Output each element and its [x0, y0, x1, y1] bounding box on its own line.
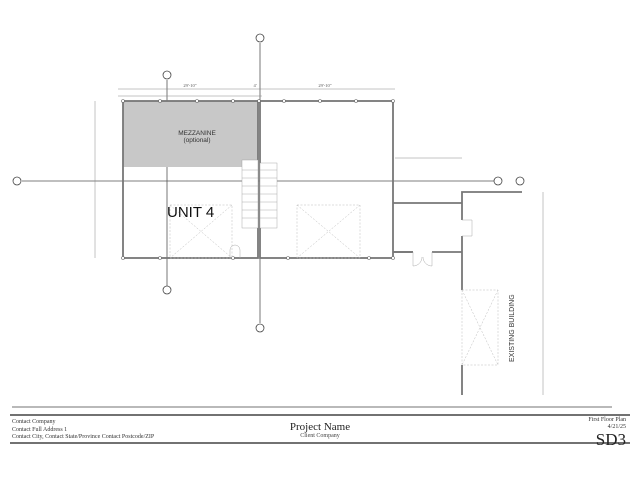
client-company: Client Company [300, 433, 340, 439]
grid-bubble-icon [515, 176, 525, 186]
mezzanine-label: MEZZANINE [178, 130, 216, 137]
contact-company: Contact Company [12, 419, 56, 425]
sheet-date: 4/21/25 [607, 424, 626, 430]
unit-label: UNIT 4 [167, 204, 214, 221]
vestibule-doors [229, 219, 473, 267]
grid-bubble-icon [493, 176, 503, 186]
contact-city: Contact City, Contact State/Province Con… [12, 434, 155, 440]
grid-bubble-icon [162, 70, 172, 80]
project-name: Project Name [289, 421, 351, 433]
grid-bubble-icon [12, 176, 22, 186]
dim-left-bay: 29'-10" [183, 83, 196, 88]
dim-gap: 4' [253, 83, 256, 88]
project-info: Project Name Client Company [240, 421, 400, 439]
stairs [241, 159, 278, 229]
sheet-number: SD3 [595, 430, 626, 449]
dim-right-bay: 29'-10" [318, 83, 331, 88]
mezzanine-note: (optional) [183, 137, 210, 144]
grid-bubbles [12, 33, 525, 333]
grid-bubble-icon [255, 323, 265, 333]
existing-building-wall [461, 191, 522, 220]
existing-overhead-door [461, 289, 499, 366]
contact-address: Contact Full Address 1 [12, 426, 68, 433]
adjacent-unit-walls [259, 100, 394, 259]
sheet-title: First Floor Plan [588, 417, 626, 423]
sheet-info: First Floor Plan 4/21/25 SD3 [588, 417, 626, 449]
overhead-door-left [169, 204, 233, 259]
grid-bubble-icon [255, 33, 265, 43]
mezzanine-area [123, 101, 258, 167]
contact-info: Contact Company Contact Full Address 1 C… [12, 419, 154, 442]
existing-building-label: EXISTING BUILDING [509, 294, 516, 362]
overhead-door-right [296, 204, 361, 259]
grid-bubble-icon [162, 285, 172, 295]
